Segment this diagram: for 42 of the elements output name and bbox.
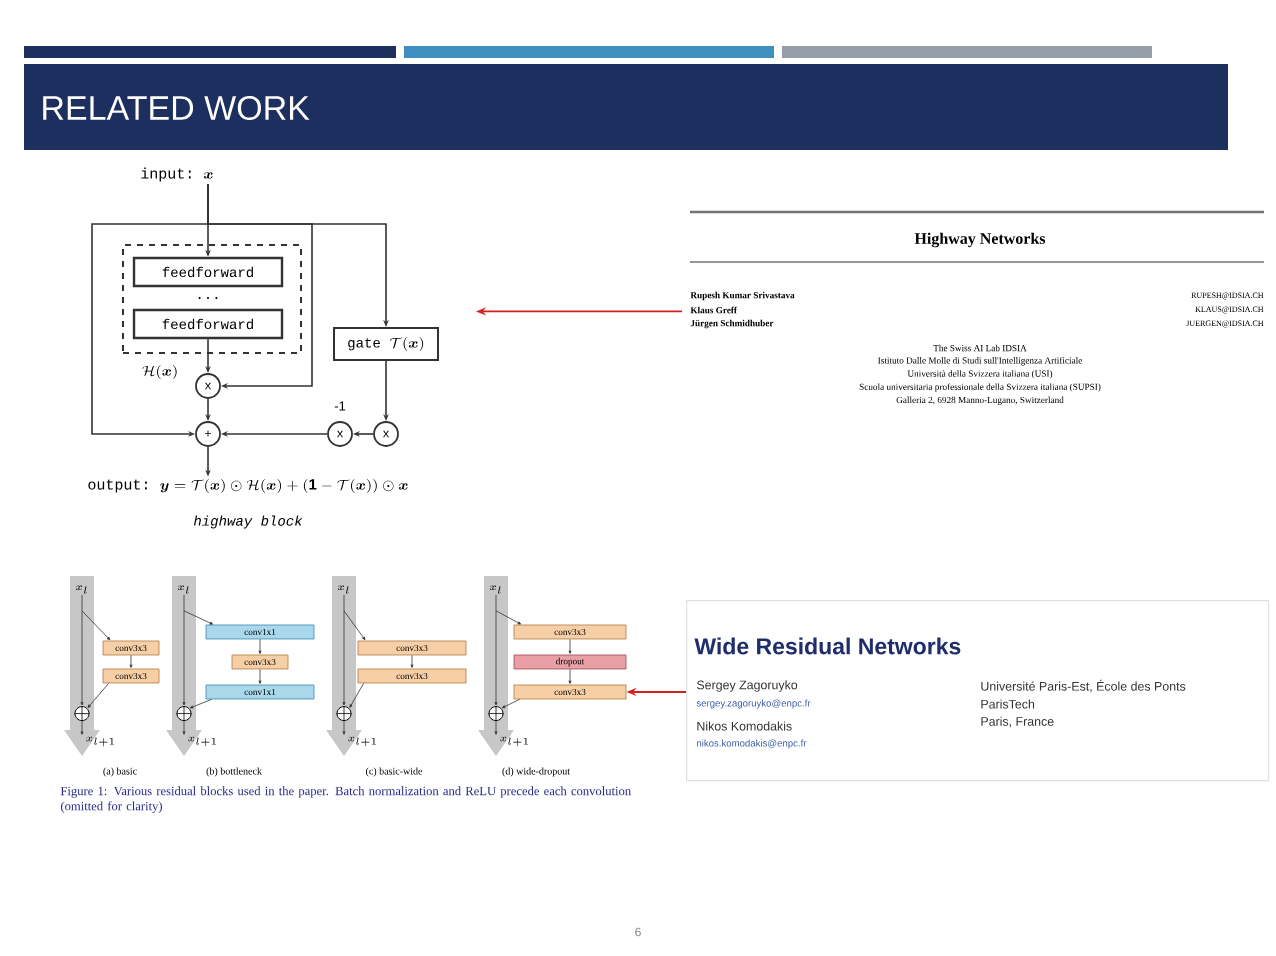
- sum-circle: [336, 705, 352, 722]
- variable-label: $x_{l+1}$: [86, 736, 114, 747]
- arrow: [81, 610, 111, 641]
- arrow: [189, 699, 212, 709]
- arrow: [568, 639, 572, 654]
- variable-label: $x_{l+1}$: [348, 736, 376, 747]
- arrow: [501, 699, 520, 709]
- arrow: [87, 683, 109, 708]
- arrow: [568, 669, 572, 684]
- arrow: [349, 683, 364, 708]
- sum-circle: [74, 705, 90, 722]
- arrow: [494, 594, 498, 706]
- arrow: [410, 655, 414, 668]
- dashed-group-box: [122, 244, 302, 379]
- paper-title: Highway Networks: [914, 232, 1046, 248]
- variable-label: $x_{l}$: [76, 585, 87, 594]
- arrow: [183, 610, 214, 625]
- sum-circle: [488, 705, 504, 722]
- arrow: [494, 720, 498, 735]
- variable-label: $x_{l}$: [338, 585, 349, 594]
- variable-label: $x_{l}$: [178, 585, 189, 594]
- variable-label: $x_{l+1}$: [500, 736, 528, 747]
- arrow: [80, 594, 84, 706]
- paper-header: [689, 210, 1265, 405]
- variable-label: $x_{l}$: [490, 585, 501, 594]
- slide-title: RELATED WORK: [43, 95, 310, 121]
- sum-circle: [176, 705, 192, 722]
- arrow: [495, 610, 522, 625]
- arrow: [343, 610, 366, 641]
- arrow: [91, 183, 209, 437]
- variable-label: $x_{l+1}$: [188, 736, 216, 747]
- paper-header: [686, 600, 1270, 782]
- formula-label: $\mathcal{H}(\boldsymbol{x})$: [142, 365, 177, 379]
- paper-title: Wide Residual Networks: [694, 637, 961, 655]
- arrow: [258, 669, 262, 684]
- arrow: [258, 639, 262, 654]
- arrow: [182, 720, 186, 735]
- arrow: [342, 720, 346, 735]
- arrow: [80, 720, 84, 735]
- arrow: [342, 594, 346, 706]
- arrow: [129, 655, 133, 668]
- arrow: [182, 594, 186, 706]
